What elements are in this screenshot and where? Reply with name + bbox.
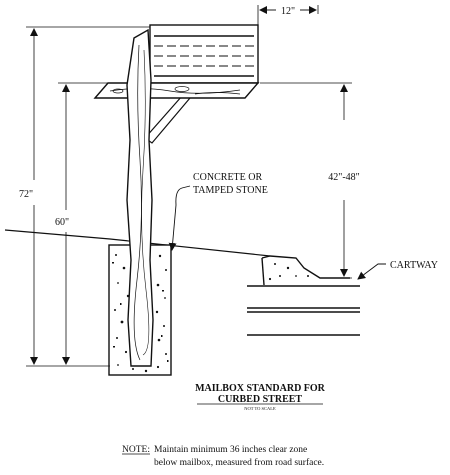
cartway-label: CARTWAY [390,260,438,271]
dimension-12: 12" [257,4,319,30]
road-section [247,255,360,336]
dimension-60-label: 60" [55,217,69,228]
wooden-post [126,28,154,367]
concrete-callout: CONCRETE OR TAMPED STONE [168,172,268,251]
mailbox [149,24,259,84]
support-brace [144,95,192,144]
dimension-42-48-label: 42"-48" [328,172,360,183]
note-prefix: NOTE: [122,445,150,455]
ground-line [4,229,271,257]
concrete-label-line1: CONCRETE OR [193,172,263,183]
title-line2: CURBED STREET [218,394,303,405]
dimension-12-label: 12" [281,6,295,17]
dimension-60: 60" [55,82,108,365]
note-line1: Maintain minimum 36 inches clear zone [154,445,307,455]
dimension-42-48: 42"-48" [260,82,360,279]
support-board [93,82,260,99]
note-block: NOTE: Maintain minimum 36 inches clear z… [122,445,324,468]
dimension-72: 72" [19,26,150,367]
dimension-72-label: 72" [19,189,33,200]
cartway-callout: CARTWAY [357,260,438,280]
diagram-title: MAILBOX STANDARD FOR CURBED STREET NOT T… [195,383,326,411]
title-scale: NOT TO SCALE [244,406,276,411]
note-line2: below mailbox, measured from road surfac… [154,457,324,468]
title-line1: MAILBOX STANDARD FOR [195,383,326,394]
concrete-label-line2: TAMPED STONE [193,185,268,196]
